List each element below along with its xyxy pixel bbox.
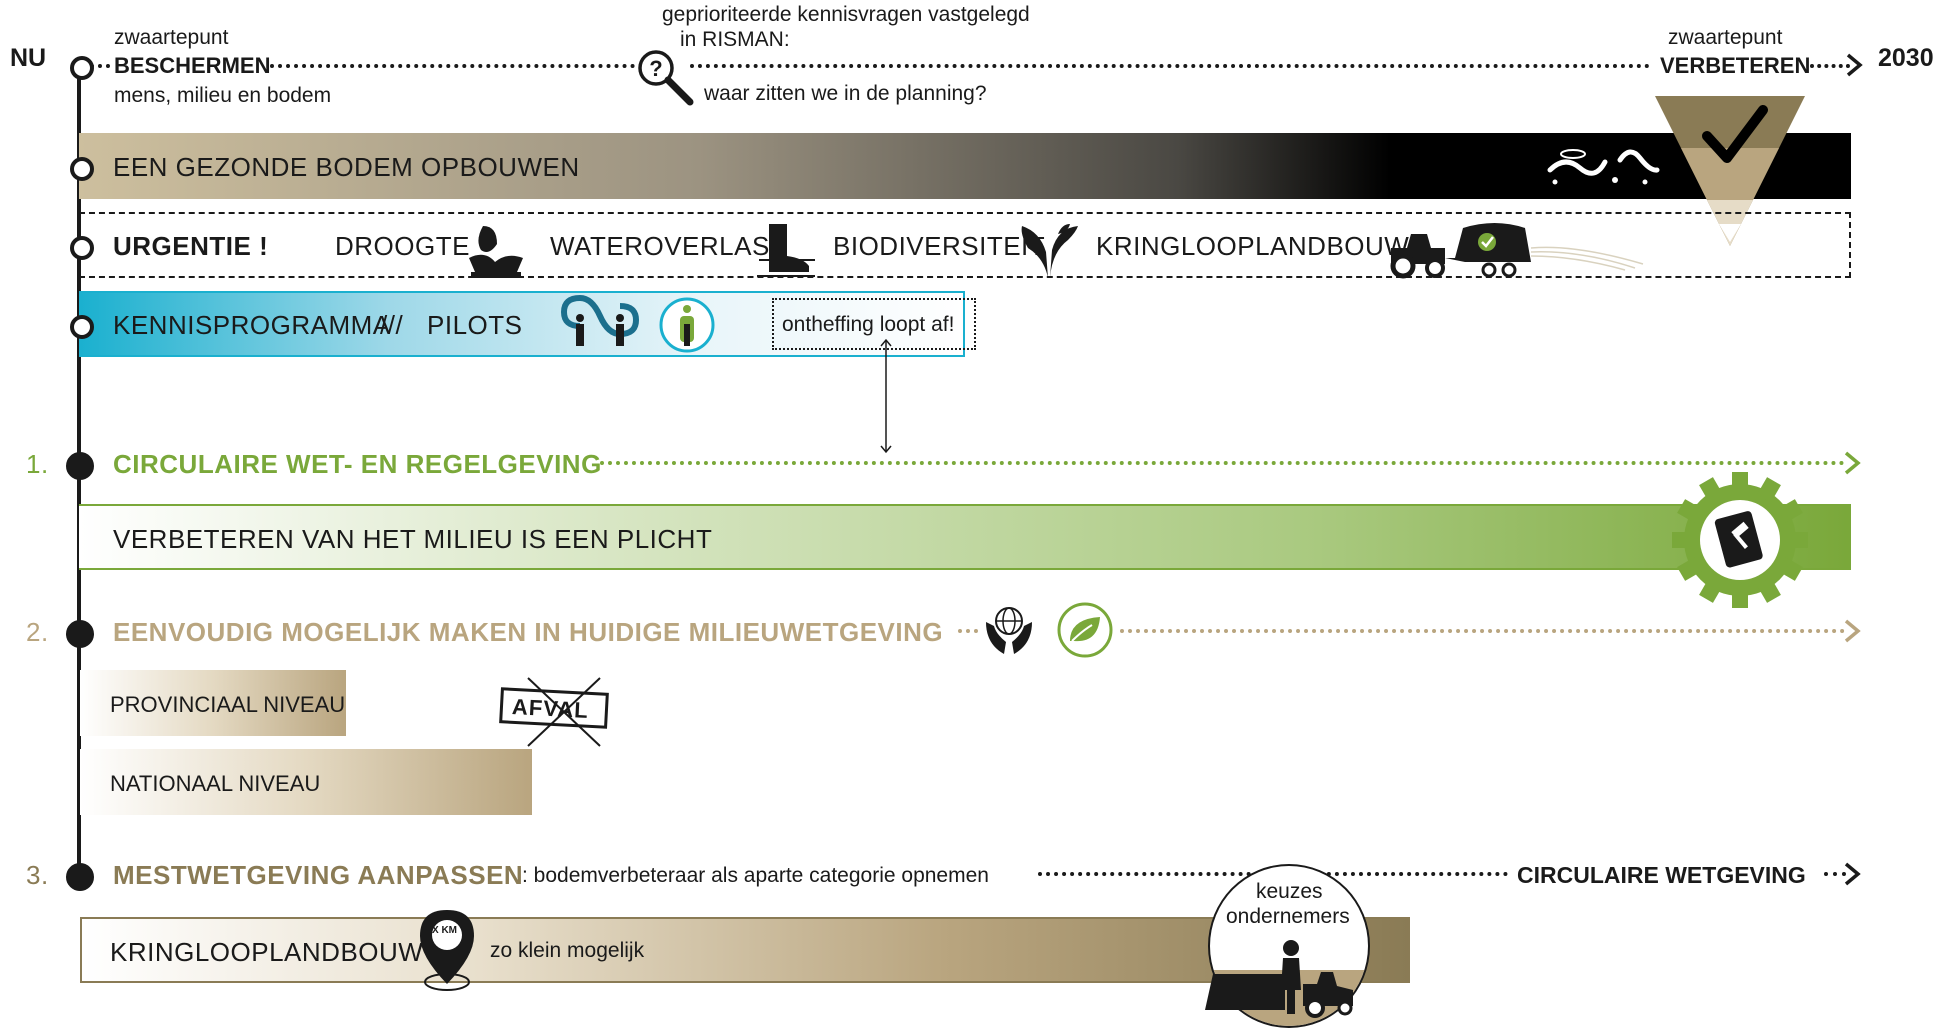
section1-number: 1. — [26, 449, 49, 479]
top-dotted-line-b — [270, 64, 635, 68]
focus-start-title: BESCHERMEN — [114, 53, 271, 78]
link-people-icon — [560, 294, 640, 346]
urgency-item-flooding: WATEROVERLAST — [550, 231, 787, 261]
focus-start-subtitle: mens, milieu en bodem — [114, 84, 332, 107]
farmer-tractor-icon — [1205, 940, 1353, 1018]
globe-hands-icon — [986, 607, 1032, 654]
timeline-end-label: 2030 — [1878, 44, 1934, 72]
gear-gavel-icon — [1672, 472, 1808, 608]
risman-question: waar zitten we in de planning? — [704, 82, 987, 105]
risman-text-line2: in RISMAN: — [680, 28, 790, 51]
map-pin-label: X KM — [432, 925, 457, 936]
double-arrow-icon — [880, 338, 892, 454]
urgency-item-biodiversity: BIODIVERSITEIT — [833, 231, 1046, 261]
svg-text:?: ? — [649, 56, 662, 81]
section3-band-label: KRINGLOOPLANDBOUW — [110, 937, 424, 967]
top-dotted-line-a — [90, 64, 110, 68]
knowledge-programme-label: KENNISPROGRAMMA — [113, 310, 391, 340]
healthy-soil-label: EEN GEZONDE BODEM OPBOUWEN — [113, 152, 580, 182]
focus-start-label: zwaartepunt — [114, 26, 229, 49]
leaf-circle-icon — [1057, 602, 1113, 658]
section2-node — [66, 620, 94, 648]
urgency-item-circular-farming: KRINGLOOPLANDBOUW — [1096, 231, 1410, 261]
knowledge-node — [70, 315, 94, 339]
pilots-label: PILOTS — [427, 310, 523, 340]
choices-label-line1: keuzes — [1256, 880, 1323, 903]
section2-number: 2. — [26, 617, 49, 647]
national-level-label: NATIONAAL NIVEAU — [110, 771, 321, 796]
urgency-title: URGENTIE ! — [113, 231, 269, 261]
section1-band-label: VERBETEREN VAN HET MILIEU IS EEN PLICHT — [113, 524, 713, 554]
section3-end-label: CIRCULAIRE WETGEVING — [1517, 862, 1806, 888]
section3-band — [80, 917, 1410, 983]
urgency-node — [70, 236, 94, 260]
section2-dotted-line-b — [1120, 629, 1845, 633]
top-dotted-line-d — [1810, 64, 1850, 68]
leaf-icon — [1021, 224, 1078, 278]
section1-arrow-icon — [1844, 451, 1861, 475]
timeline-arrow-icon — [1846, 53, 1863, 77]
magnifier-question-icon: ? — [638, 50, 694, 106]
section3-title: MESTWETGEVING AANPASSEN — [113, 860, 524, 890]
section2-title: EENVOUDIG MOGELIJK MAKEN IN HUIDIGE MILI… — [113, 617, 944, 647]
exemption-note-box — [772, 298, 976, 350]
section3-node — [66, 863, 94, 891]
person-circle-icon — [659, 297, 715, 353]
national-level-band — [80, 749, 532, 815]
knowledge-programme-band — [79, 291, 965, 357]
section2-dotted-line-a — [958, 629, 978, 633]
section2-arrow-icon — [1844, 619, 1861, 643]
section1-title: CIRCULAIRE WET- EN REGELGEVING — [113, 449, 602, 479]
section3-number: 3. — [26, 860, 49, 890]
provincial-level-label: PROVINCIAAL NIVEAU — [110, 692, 346, 717]
urgency-band — [79, 212, 1851, 278]
tractor-trailer-icon — [1390, 223, 1644, 279]
cross-out-icon — [527, 677, 601, 747]
knowledge-separator: /// — [380, 310, 404, 340]
choices-label-line2: ondernemers — [1226, 905, 1350, 928]
timeline-start-label: NU — [10, 44, 47, 72]
section3-subtitle: : bodemverbeteraar als aparte categorie … — [522, 864, 989, 887]
map-pin-icon — [420, 910, 474, 991]
focus-end-label: zwaartepunt — [1668, 26, 1783, 49]
timeline-node-start — [70, 56, 94, 80]
check-triangle-icon — [1655, 96, 1805, 246]
section3-dotted-line-b — [1824, 872, 1846, 876]
section1-band — [79, 504, 1851, 570]
urgency-item-drought: DROOGTE — [335, 231, 470, 261]
healthy-soil-node — [70, 157, 94, 181]
exemption-note: ontheffing loopt af! — [782, 313, 955, 336]
provincial-level-band — [80, 670, 346, 736]
drop-hand-icon — [469, 226, 523, 278]
section3-arrow-icon — [1844, 862, 1861, 886]
section1-node — [66, 452, 94, 480]
focus-end-title: VERBETEREN — [1660, 53, 1811, 78]
boot-icon — [757, 224, 815, 277]
risman-text-line1: geprioriteerde kennisvragen vastgelegd — [662, 3, 1030, 26]
top-dotted-line-c — [690, 64, 1650, 68]
worm-icon — [1547, 149, 1660, 185]
section1-dotted-line — [600, 461, 1845, 465]
section3-band-note: zo klein mogelijk — [490, 939, 645, 962]
